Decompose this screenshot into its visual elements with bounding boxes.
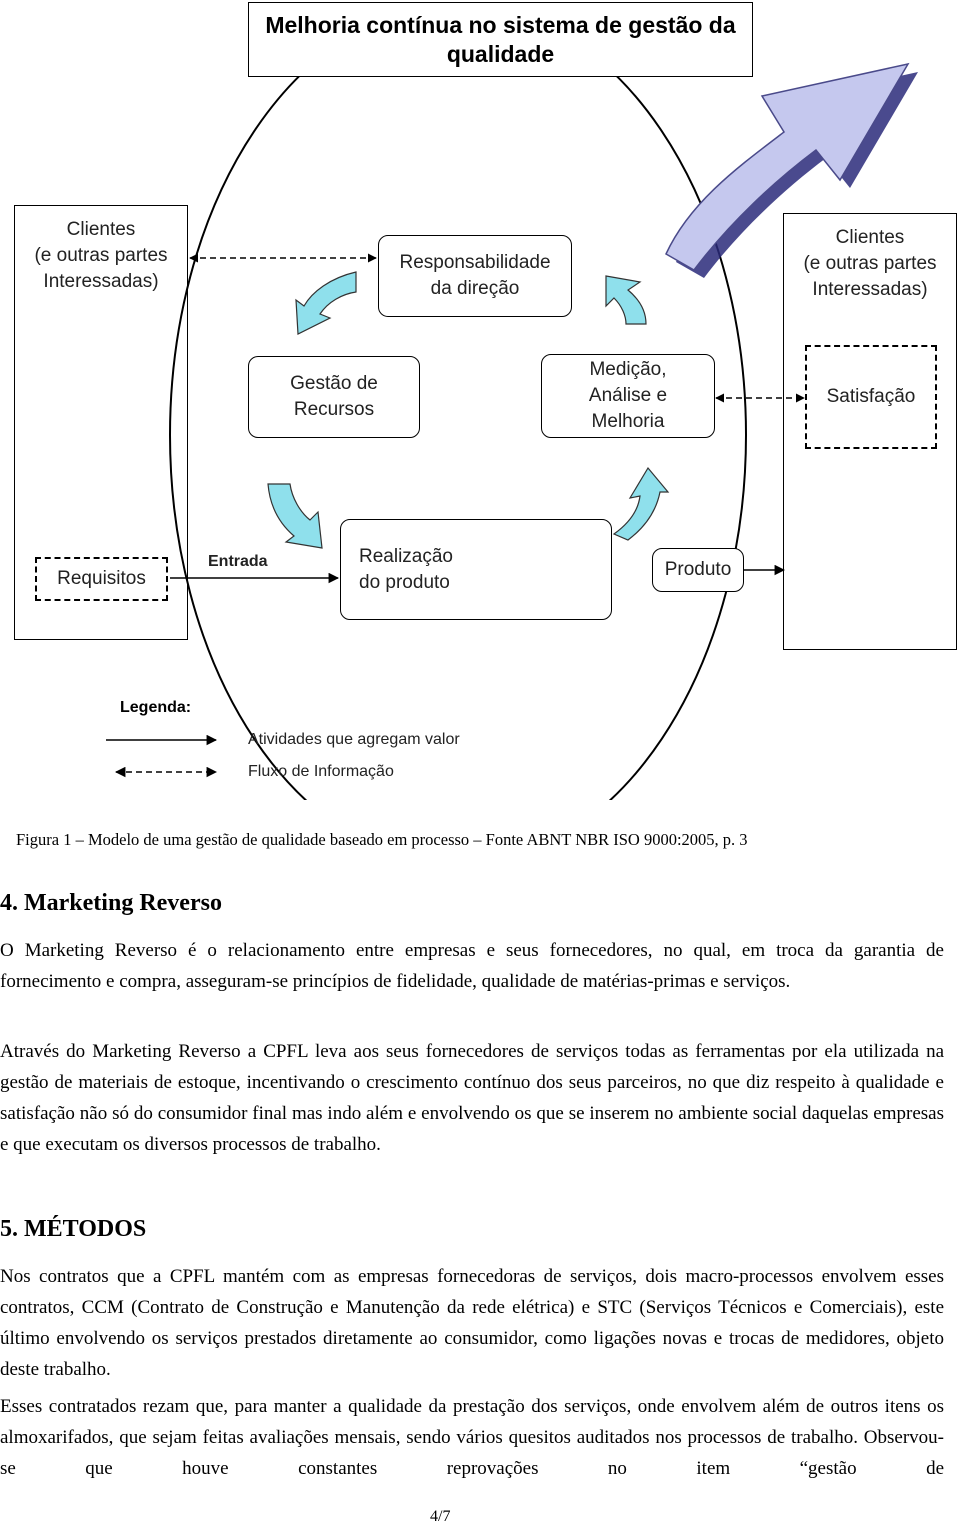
improvement-arrow	[665, 62, 910, 271]
clients-left-box: Clientes (e outras partes Interessadas)	[14, 205, 188, 640]
requisitos-box: Requisitos	[35, 557, 168, 601]
gestao-recursos-box: Gestão de Recursos	[248, 356, 420, 438]
section-4-heading: 4. Marketing Reverso	[0, 890, 222, 916]
section-4-paragraph-2: Através do Marketing Reverso a CPFL leva…	[0, 1041, 944, 1155]
realizacao-box: Realização do produto	[340, 519, 612, 620]
section-5-paragraph-1: Nos contratos que a CPFL mantém com as e…	[0, 1266, 944, 1380]
cycle-arrow-bottom-left	[267, 483, 323, 549]
cycle-arrow-bottom-right	[612, 466, 670, 541]
legend-title: Legenda:	[120, 699, 192, 716]
section-5-paragraph-2: Esses contratados rezam que, para manter…	[0, 1396, 944, 1479]
figure-caption: Figura 1 – Modelo de uma gestão de quali…	[16, 830, 748, 849]
page-number: 4/7	[430, 1508, 451, 1525]
satisfacao-box: Satisfação	[805, 345, 937, 449]
cycle-arrow-top-left	[295, 271, 357, 335]
diagram-title: Melhoria contínua no sistema de gestão d…	[248, 2, 753, 77]
responsabilidade-box: Responsabilidade da direção	[378, 235, 572, 317]
legend-item-value: Atividades que agregam valor	[248, 731, 460, 748]
section-5-heading: 5. MÉTODOS	[0, 1216, 147, 1242]
realizacao-label: Realização do produto	[359, 546, 453, 593]
legend-item-info: Fluxo de Informação	[248, 763, 394, 780]
diagram-title-text: Melhoria contínua no sistema de gestão d…	[265, 11, 736, 67]
produto-box: Produto	[652, 548, 744, 592]
medicao-box: Medição, Análise e Melhoria	[541, 354, 715, 438]
clients-right-label: Clientes (e outras partes Interessadas)	[803, 227, 937, 300]
entrada-label: Entrada	[208, 553, 268, 570]
clients-left-label: Clientes (e outras partes Interessadas)	[34, 219, 168, 292]
cycle-arrow-top-right	[605, 275, 647, 325]
section-4-paragraph-1: O Marketing Reverso é o relacionamento e…	[0, 940, 944, 992]
clients-right-box: Clientes (e outras partes Interessadas)	[783, 213, 957, 650]
